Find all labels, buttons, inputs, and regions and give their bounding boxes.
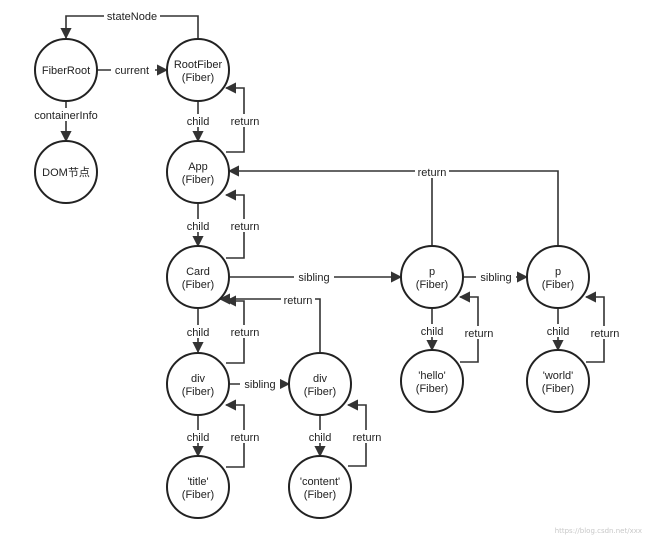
label-child-root-app: child — [187, 116, 210, 128]
node-div2: div (Fiber) — [288, 352, 352, 416]
node-card-label: Card — [186, 266, 210, 278]
label-child-p1-hello: child — [421, 326, 444, 338]
label-return-div2-card: return — [284, 295, 313, 307]
label-return-div1-card: return — [231, 327, 260, 339]
node-fiber-root-label: FiberRoot — [42, 65, 90, 77]
node-root-fiber: RootFiber (Fiber) — [166, 38, 230, 102]
label-return-app-root: return — [231, 116, 260, 128]
node-div1: div (Fiber) — [166, 352, 230, 416]
label-child-card-div1: child — [187, 327, 210, 339]
label-current: current — [115, 65, 149, 77]
node-p2-type: (Fiber) — [542, 279, 574, 291]
label-child-p2-world: child — [547, 326, 570, 338]
node-content-type: (Fiber) — [304, 489, 336, 501]
label-return-title-div1: return — [231, 432, 260, 444]
node-content: 'content' (Fiber) — [288, 455, 352, 519]
node-div2-type: (Fiber) — [304, 386, 336, 398]
edge-return-div2-card — [218, 293, 321, 352]
node-title: 'title' (Fiber) — [166, 455, 230, 519]
node-root-fiber-label: RootFiber — [174, 59, 223, 71]
node-app-label: App — [188, 161, 208, 173]
node-div2-label: div — [313, 373, 328, 385]
label-sibling-card-p1: sibling — [298, 272, 329, 284]
node-card: Card (Fiber) — [166, 245, 230, 309]
node-hello-type: (Fiber) — [416, 383, 448, 395]
label-container-info: containerInfo — [34, 110, 98, 122]
label-child-app-card: child — [187, 221, 210, 233]
node-div1-type: (Fiber) — [182, 386, 214, 398]
node-app-type: (Fiber) — [182, 174, 214, 186]
node-div1-label: div — [191, 373, 206, 385]
edge-return-p1-app — [227, 165, 433, 246]
nodes: FiberRoot RootFiber (Fiber) DOM节点 App (F… — [34, 38, 590, 519]
node-app: App (Fiber) — [166, 140, 230, 204]
node-dom: DOM节点 — [34, 140, 98, 204]
watermark: https://blog.csdn.net/xxx — [554, 527, 642, 535]
label-child-div1-title: child — [187, 432, 210, 444]
label-return-world-p2: return — [591, 328, 620, 340]
node-dom-label: DOM节点 — [42, 166, 90, 179]
node-p2-label: p — [555, 266, 561, 278]
node-card-type: (Fiber) — [182, 279, 214, 291]
label-sibling-div1-div2: sibling — [244, 379, 275, 391]
label-sibling-p1-p2: sibling — [480, 272, 511, 284]
label-return-content-div2: return — [353, 432, 382, 444]
edge-return-p2-app — [432, 170, 559, 246]
node-content-label: 'content' — [300, 476, 340, 488]
edge-labels: stateNode current containerInfo child re… — [30, 9, 622, 444]
label-return-card-app: return — [231, 221, 260, 233]
label-child-div2-content: child — [309, 432, 332, 444]
node-root-fiber-type: (Fiber) — [182, 72, 214, 84]
node-world-label: 'world' — [543, 370, 574, 382]
node-hello: 'hello' (Fiber) — [400, 349, 464, 413]
node-p1-type: (Fiber) — [416, 279, 448, 291]
node-hello-label: 'hello' — [418, 370, 445, 382]
node-p1: p (Fiber) — [400, 245, 464, 309]
node-fiber-root: FiberRoot — [34, 38, 98, 102]
label-return-hello-p1: return — [465, 328, 494, 340]
node-world-type: (Fiber) — [542, 383, 574, 395]
node-title-type: (Fiber) — [182, 489, 214, 501]
label-state-node: stateNode — [107, 11, 157, 23]
label-return-p-app: return — [418, 167, 447, 179]
node-p2: p (Fiber) — [526, 245, 590, 309]
node-title-label: 'title' — [187, 476, 208, 488]
node-world: 'world' (Fiber) — [526, 349, 590, 413]
node-p1-label: p — [429, 266, 435, 278]
